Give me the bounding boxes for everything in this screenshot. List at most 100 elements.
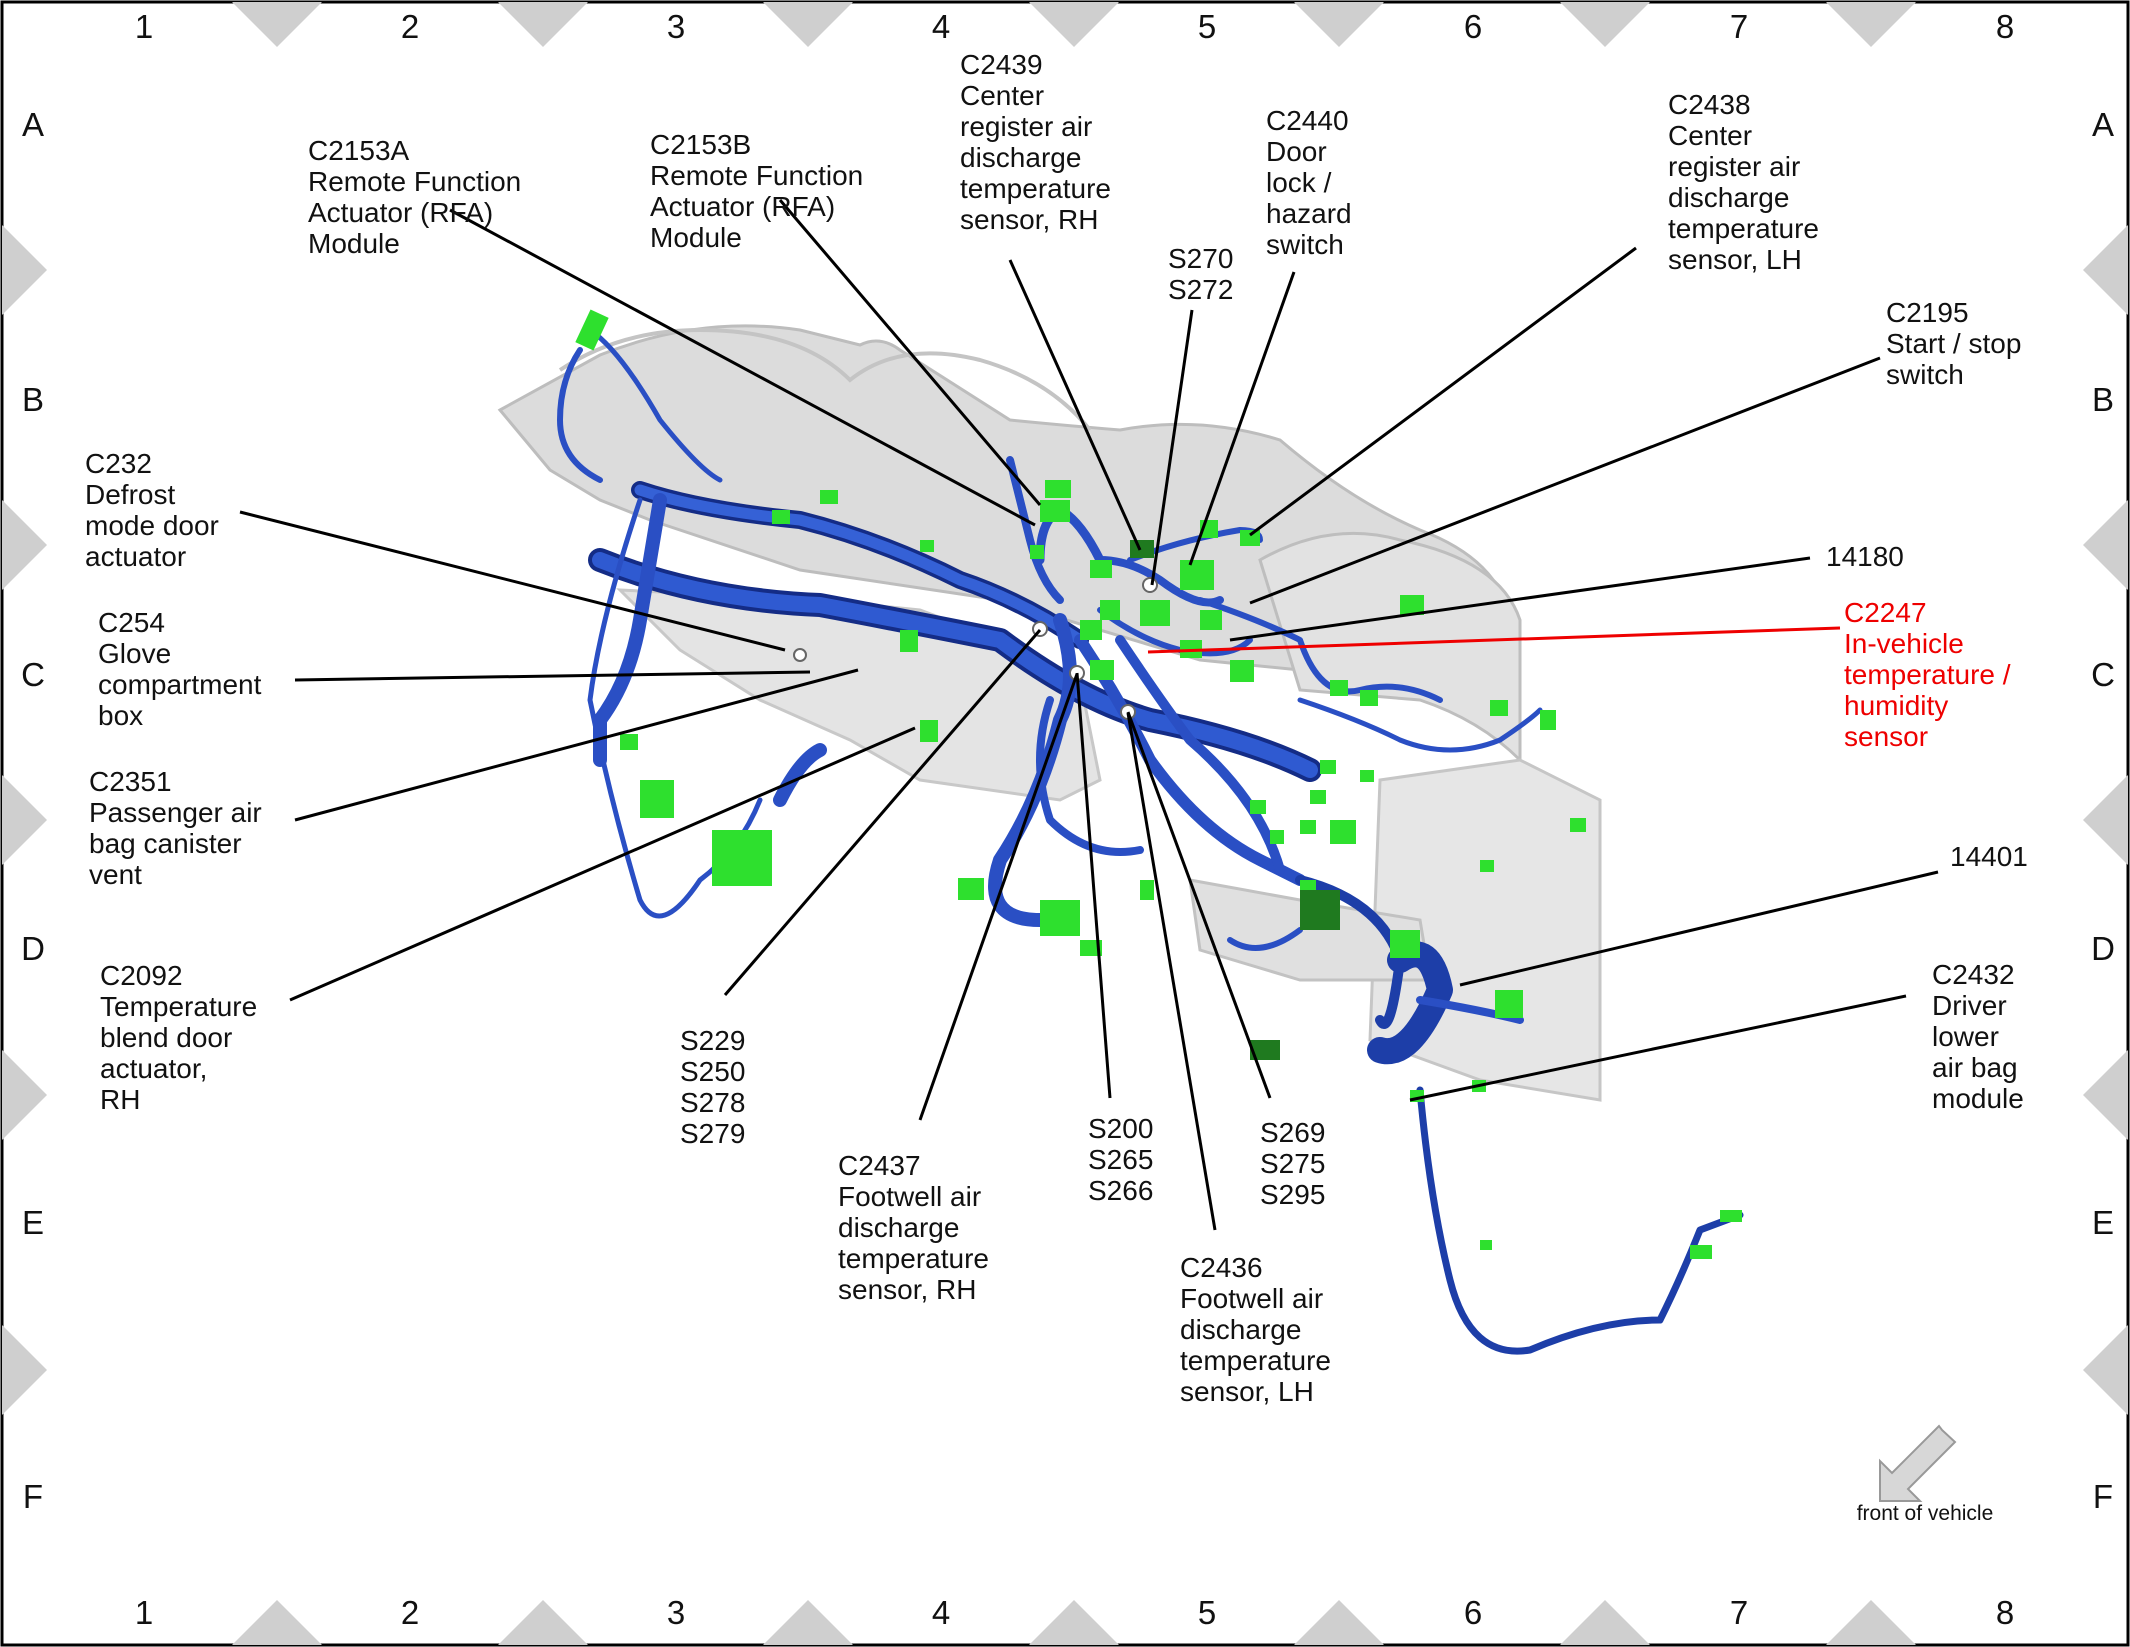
grid-column-label-top: 1 [135, 8, 153, 45]
callout-line: 14180 [1826, 541, 1904, 572]
callout-line: Remote Function [650, 160, 863, 191]
callout-n14401: 14401 [1950, 841, 2028, 872]
callout-line: C2438 [1668, 89, 1751, 120]
callout-line: C254 [98, 607, 165, 638]
grid-column-label-bottom: 3 [667, 1594, 685, 1631]
callout-line: S279 [680, 1118, 745, 1149]
grid-column-label-top: 6 [1464, 8, 1482, 45]
callout-line: temperature [1180, 1345, 1331, 1376]
callout-line: C2440 [1266, 105, 1349, 136]
callout-line: Footwell air [838, 1181, 981, 1212]
grid-bracket-top [498, 2, 588, 47]
callout-line: actuator, [100, 1053, 207, 1084]
callout-line: S266 [1088, 1175, 1153, 1206]
callout-line: In-vehicle [1844, 628, 1964, 659]
callout-line: S200 [1088, 1113, 1153, 1144]
cluster-shroud [1258, 531, 1522, 764]
grid-bracket-right [2083, 1325, 2128, 1415]
callout-line: sensor, RH [960, 204, 1099, 235]
grid-bracket-left [2, 225, 47, 315]
grid-column-label-top: 4 [932, 8, 950, 45]
callout-line: temperature [960, 173, 1111, 204]
grid-bracket-top [763, 2, 853, 47]
grid-bracket-right [2083, 775, 2128, 865]
callout-line: S269 [1260, 1117, 1325, 1148]
callout-line: S265 [1088, 1144, 1153, 1175]
grid-column-label-bottom: 4 [932, 1594, 950, 1631]
callout-n14180: 14180 [1826, 541, 1904, 572]
grid-bracket-right [2083, 225, 2128, 315]
grid-row-label-right: D [2091, 930, 2115, 967]
callout-line: bag canister [89, 828, 242, 859]
front-of-vehicle-indicator: front of vehicle [1857, 1424, 1993, 1525]
grid-bracket-bottom [763, 1600, 853, 1645]
callout-line: S275 [1260, 1148, 1325, 1179]
grid-row-label-left: A [22, 106, 44, 143]
callout-line: Glove [98, 638, 171, 669]
callout-line: S270 [1168, 243, 1233, 274]
callout-line: C2247 [1844, 597, 1927, 628]
leader-lines [239, 199, 1939, 1231]
callout-line: temperature / [1844, 659, 2011, 690]
callout-line: discharge [1668, 182, 1789, 213]
callout-line: register air [960, 111, 1092, 142]
grid-bracket-top [232, 2, 322, 47]
callout-line: discharge [960, 142, 1081, 173]
connectors [575, 309, 1742, 1259]
callout-line: Remote Function [308, 166, 521, 197]
callout-line: discharge [1180, 1314, 1301, 1345]
grid-bracket-top [1294, 2, 1384, 47]
callout-line: humidity [1844, 690, 1948, 721]
callout-line: RH [100, 1084, 140, 1115]
callout-line: switch [1886, 359, 1964, 390]
callout-line: lock / [1266, 167, 1332, 198]
callout-line: discharge [838, 1212, 959, 1243]
grid-row-label-right: E [2092, 1204, 2114, 1241]
grid-bracket-left [2, 1050, 47, 1140]
callout-line: mode door [85, 510, 219, 541]
grid-row-label-left: B [22, 381, 44, 418]
callout-line: C2432 [1932, 959, 2015, 990]
grid-bracket-bottom [1826, 1600, 1916, 1645]
callout-line: air bag [1932, 1052, 2018, 1083]
callout-line: C2153A [308, 135, 410, 166]
grid-row-label-right: F [2093, 1478, 2113, 1515]
callout-line: Module [308, 228, 400, 259]
front-arrow-icon [1879, 1424, 1957, 1502]
callout-line: Actuator (RFA) [308, 197, 493, 228]
grid-bracket-bottom [1560, 1600, 1650, 1645]
callout-line: sensor, RH [838, 1274, 977, 1305]
grid-column-label-bottom: 5 [1198, 1594, 1216, 1631]
grid-column-label-top: 7 [1730, 8, 1748, 45]
grid-bracket-bottom [498, 1600, 588, 1645]
callout-line: C2436 [1180, 1252, 1263, 1283]
grid-row-label-left: E [22, 1204, 44, 1241]
grid-bracket-top [1826, 2, 1916, 47]
callout-line: Start / stop [1886, 328, 2021, 359]
grid-bracket-top [1560, 2, 1650, 47]
dash-panel-top-ridge [558, 327, 1092, 432]
callout-line: C2351 [89, 766, 172, 797]
grid-row-label-left: F [23, 1478, 43, 1515]
splice-points [793, 577, 1158, 720]
grid-column-label-top: 3 [667, 8, 685, 45]
grid-row-label-right: C [2091, 656, 2115, 693]
callout-line: C2195 [1886, 297, 1969, 328]
callout-line: compartment [98, 669, 262, 700]
grid-column-label-bottom: 6 [1464, 1594, 1482, 1631]
callout-line: vent [89, 859, 142, 890]
callout-line: temperature [838, 1243, 989, 1274]
